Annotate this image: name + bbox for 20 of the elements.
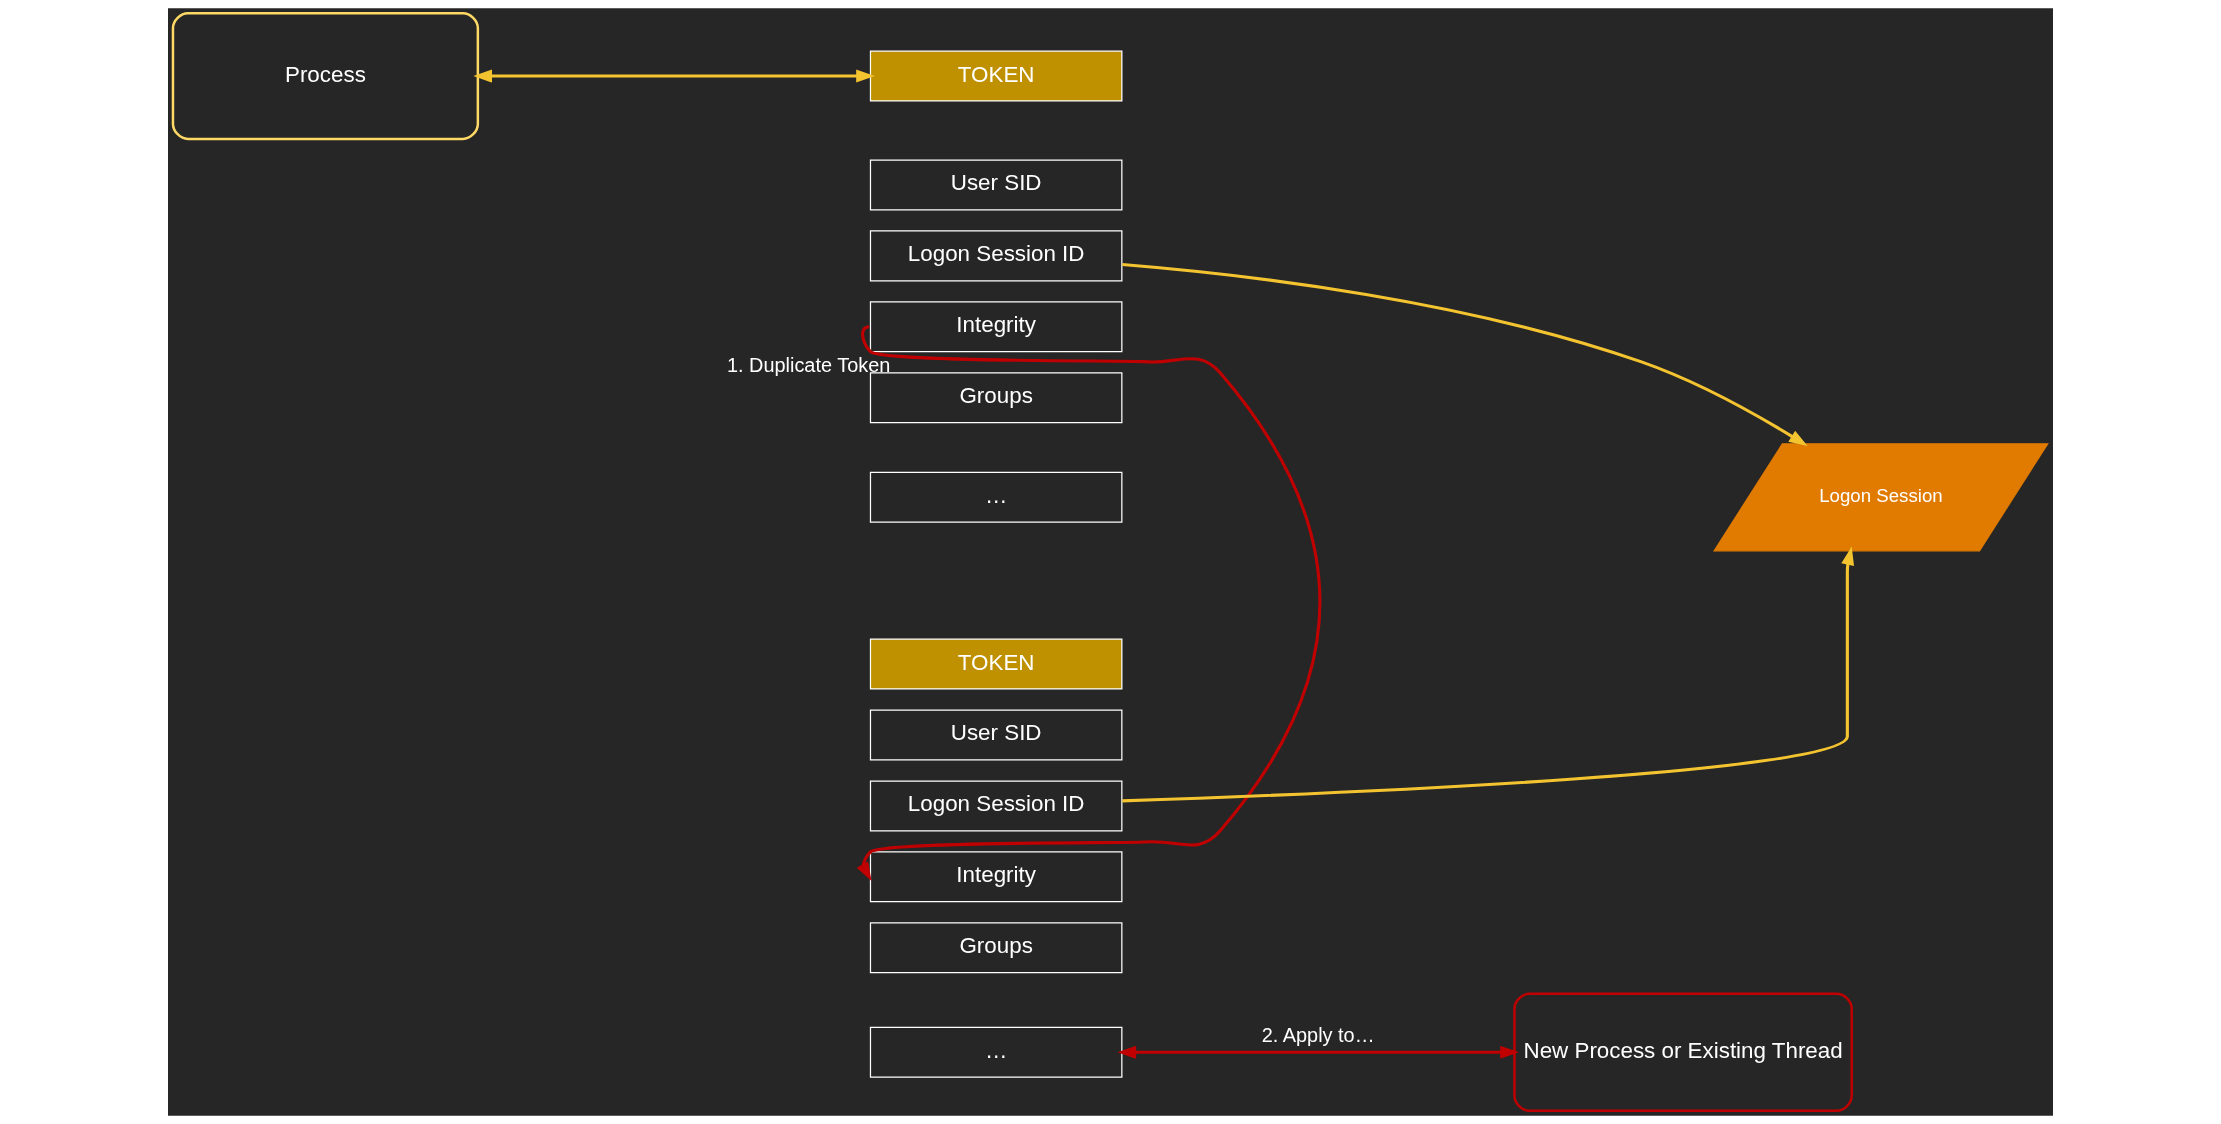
node-box: TOKEN bbox=[869, 50, 1123, 102]
node-box: User SID bbox=[869, 709, 1123, 761]
node-box: Integrity bbox=[869, 301, 1123, 353]
node-box: Logon Session ID bbox=[869, 230, 1123, 282]
node-box: Groups bbox=[869, 372, 1123, 424]
node-box: Logon Session ID bbox=[869, 780, 1123, 832]
node-box: Groups bbox=[869, 922, 1123, 974]
arrow bbox=[1122, 263, 1808, 447]
node-box: … bbox=[869, 471, 1123, 523]
node-box: User SID bbox=[869, 159, 1123, 211]
edge-label: 2. Apply to… bbox=[1261, 1024, 1375, 1047]
node-box: Integrity bbox=[869, 851, 1123, 903]
arrow bbox=[473, 69, 875, 83]
arrow bbox=[856, 325, 1322, 881]
node-box: … bbox=[869, 1026, 1123, 1078]
arrow bbox=[1117, 1045, 1519, 1059]
node-box: Process bbox=[171, 11, 480, 141]
node-box: TOKEN bbox=[869, 638, 1123, 690]
node-box: New Process or Existing Thread bbox=[1513, 992, 1853, 1113]
arrow bbox=[1122, 546, 1855, 803]
